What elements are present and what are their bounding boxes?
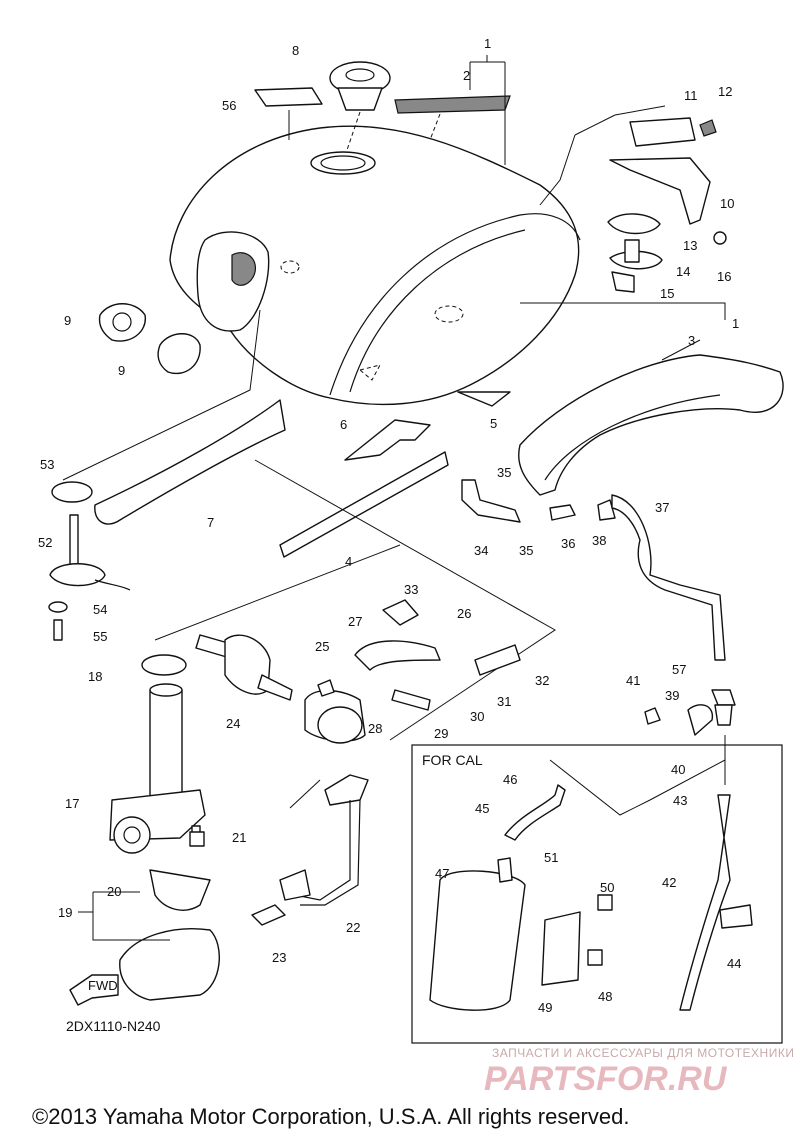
callout-34: 34 [474,543,488,558]
callout-14: 14 [676,264,690,279]
callout-15: 15 [660,286,674,301]
fwd-label: FWD [88,978,118,993]
callout-1-side: 1 [732,316,739,331]
part-8-fuel-cap [329,61,391,151]
callout-12: 12 [718,84,732,99]
callout-31: 31 [497,694,511,709]
part-24-fuel-filter [195,634,293,701]
callout-36: 36 [561,536,575,551]
part-55-bolt [53,619,63,641]
parts-34-38-vent-hoses [461,479,726,661]
callout-2: 2 [463,68,470,83]
for-cal-section: FOR CAL [411,744,783,1044]
callout-21: 21 [232,830,246,845]
callout-24: 24 [226,716,240,731]
callout-53: 53 [40,457,54,472]
part-4-rubber-strip [279,451,449,558]
callout-33: 33 [404,582,418,597]
part-3-side-panel [518,302,784,496]
callout-47: 47 [435,866,449,881]
callout-29: 29 [434,726,448,741]
callout-10: 10 [720,196,734,211]
hoses-27-31 [354,599,521,711]
callout-25: 25 [315,639,329,654]
callout-52: 52 [38,535,52,550]
part-11-16-mount-assembly [539,105,727,293]
callout-23: 23 [272,950,286,965]
watermark-brand: PARTSFOR.RU [484,1060,728,1098]
part-25-fuel-pump [304,679,366,744]
part-9-nuts [98,303,201,375]
callout-9-lower: 9 [118,363,125,378]
part-19-cover [119,928,220,1001]
callout-18: 18 [88,669,102,684]
callout-41: 41 [626,673,640,688]
copyright-notice: ©2013 Yamaha Motor Corporation, U.S.A. A… [32,1104,629,1129]
part-23-clamp [251,904,286,926]
callout-46: 46 [503,772,517,787]
callout-44: 44 [727,956,741,971]
part-22-fuel-line [279,774,369,906]
part-20-bracket [149,869,211,911]
callout-labels: 1 2 8 56 11 12 10 13 14 16 15 1 3 9 9 5 … [38,36,741,1015]
callout-48: 48 [598,989,612,1004]
callout-3: 3 [688,333,695,348]
callout-55: 55 [93,629,107,644]
callout-6: 6 [340,417,347,432]
callout-45: 45 [475,801,489,816]
callout-8: 8 [292,43,299,58]
callout-22: 22 [346,920,360,935]
callout-54: 54 [93,602,107,617]
part-56-label-sticker [254,87,323,140]
callout-35-upper: 35 [497,465,511,480]
callout-35-lower: 35 [519,543,533,558]
callout-9-upper: 9 [64,313,71,328]
callout-43: 43 [673,793,687,808]
callout-56: 56 [222,98,236,113]
callout-4: 4 [345,554,352,569]
callout-30: 30 [470,709,484,724]
callout-32: 32 [535,673,549,688]
fuel-tank [169,125,581,406]
callout-7: 7 [207,515,214,530]
fwd-arrow-icon: FWD [69,974,119,1006]
callout-40: 40 [671,762,685,777]
diagram-code: 2DX1110-N240 [66,1018,161,1034]
callout-20: 20 [107,884,121,899]
callout-38: 38 [592,533,606,548]
part-53-o-ring [51,481,93,503]
parts-39-44-vent-parts [644,689,753,1011]
for-cal-title: FOR CAL [422,752,483,768]
part-5-pad [457,391,511,407]
callout-1-top: 1 [484,36,491,51]
callout-16: 16 [717,269,731,284]
callout-28: 28 [368,721,382,736]
callout-42: 42 [662,875,676,890]
part-54-washer [48,601,68,613]
callout-50: 50 [600,880,614,895]
part-21-screw [189,831,205,847]
callout-19: 19 [58,905,72,920]
callout-26: 26 [457,606,471,621]
watermark-subtitle: ЗАПЧАСТИ И АКСЕССУАРЫ ДЛЯ МОТОТЕХНИКИ [492,1046,794,1060]
callout-11: 11 [684,88,698,103]
callout-57: 57 [672,662,686,677]
callout-5: 5 [490,416,497,431]
part-18-o-ring [141,654,187,676]
callout-51: 51 [544,850,558,865]
part-7-side-cover [94,399,286,525]
callout-17: 17 [65,796,79,811]
part-6-bracket [344,419,431,461]
callout-13: 13 [683,238,697,253]
part-17-fuel-cock [109,654,206,854]
callout-37: 37 [655,500,669,515]
part-52-fuel-sender [48,514,131,641]
callout-27: 27 [348,614,362,629]
callout-39: 39 [665,688,679,703]
callout-49: 49 [538,1000,552,1015]
